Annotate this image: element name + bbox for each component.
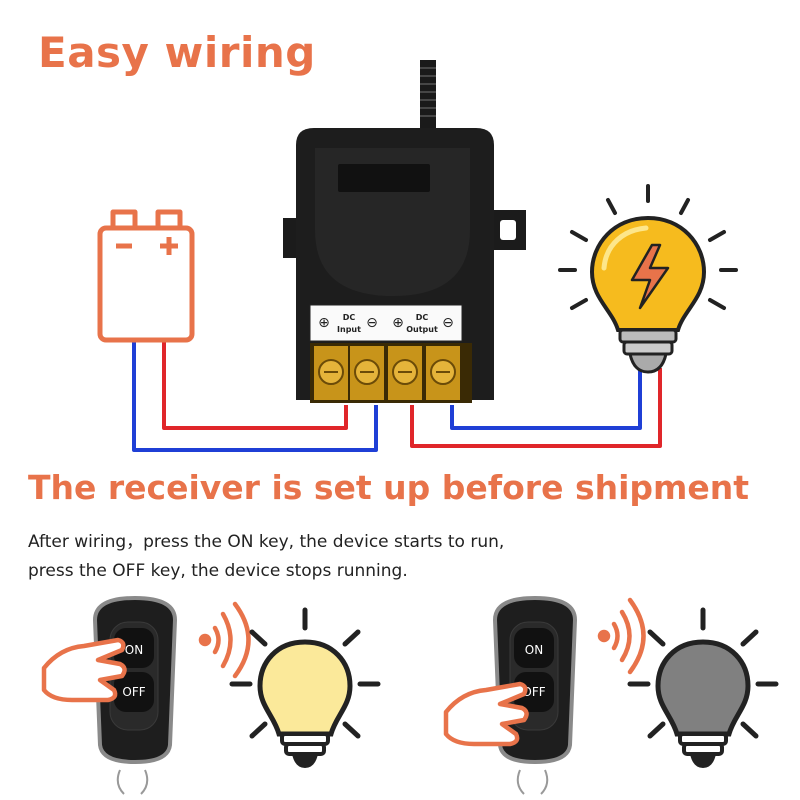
output-negative-wire bbox=[450, 368, 642, 430]
output-positive-wire bbox=[410, 368, 662, 448]
antenna-icon bbox=[420, 60, 436, 130]
battery-icon bbox=[97, 209, 195, 343]
output-positive-symbol: ⊕ bbox=[392, 315, 404, 331]
input-positive-symbol: ⊕ bbox=[318, 315, 330, 331]
input-label-top: DC bbox=[343, 313, 356, 322]
page-title: Easy wiring bbox=[38, 28, 316, 77]
battery-positive-wire bbox=[162, 340, 348, 430]
input-negative-symbol: ⊖ bbox=[366, 315, 378, 331]
battery-negative-wire bbox=[132, 340, 378, 452]
remote-left-off-button[interactable]: OFF bbox=[114, 672, 154, 712]
svg-text:ON: ON bbox=[525, 643, 543, 657]
hand-press-icon bbox=[443, 681, 529, 747]
hand-press-icon bbox=[41, 637, 127, 703]
output-label-bottom: Output bbox=[406, 325, 438, 334]
output-label-top: DC bbox=[416, 313, 429, 322]
svg-text:OFF: OFF bbox=[122, 685, 145, 699]
signal-waves-icon bbox=[597, 597, 646, 675]
signal-waves-icon bbox=[198, 601, 251, 679]
instruction-line-2: press the OFF key, the device stops runn… bbox=[28, 561, 408, 581]
output-negative-symbol: ⊖ bbox=[442, 315, 454, 331]
terminal-block bbox=[314, 346, 460, 400]
remote-right-off-button[interactable]: OFF bbox=[514, 672, 554, 712]
receiver-module: ⊕ ⊖ ⊕ ⊖ DC Input DC Output bbox=[283, 60, 526, 403]
instruction-line-1: After wiring，press the ON key, the devic… bbox=[28, 532, 505, 552]
lightbulb-lit-icon bbox=[229, 607, 381, 768]
svg-text:OFF: OFF bbox=[522, 685, 545, 699]
wires bbox=[132, 340, 662, 452]
remote-right-on-button[interactable]: ON bbox=[514, 628, 554, 668]
remote-left-on-button[interactable]: ON bbox=[114, 628, 154, 668]
lightbulb-on-icon bbox=[558, 184, 738, 374]
lightbulb-off-icon bbox=[627, 607, 779, 768]
input-label-bottom: Input bbox=[337, 325, 361, 334]
svg-text:ON: ON bbox=[125, 643, 143, 657]
section-heading: The receiver is set up before shipment bbox=[28, 468, 750, 507]
